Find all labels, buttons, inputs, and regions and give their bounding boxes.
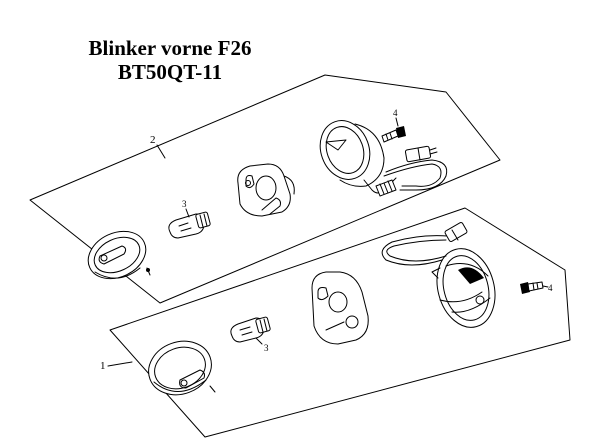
- upper-assembly-group: 2 3: [29, 74, 501, 304]
- lower-socket-part: [311, 271, 369, 345]
- callout-2-leader: [156, 144, 166, 159]
- lower-assembly-outline: [109, 207, 571, 438]
- callout-3-upper-bulb: 3: [182, 199, 187, 209]
- callout-1-lower-group: 1: [100, 360, 106, 372]
- upper-bulb-part: [168, 211, 211, 239]
- lower-lens-part: [148, 340, 216, 396]
- lower-screw-part: [520, 281, 544, 294]
- callout-4-upper-leader: [395, 117, 399, 127]
- callout-4-upper-screw: 4: [393, 108, 398, 118]
- callout-4-lower-leader: [542, 285, 549, 288]
- callout-4-lower-screw: 4: [548, 283, 553, 293]
- upper-assembly-outline: [29, 74, 501, 304]
- upper-socket-part: [237, 163, 295, 217]
- lower-bulb-part: [230, 316, 271, 343]
- callout-3-lower-leader: [255, 337, 263, 345]
- callout-3-lower-bulb: 3: [264, 343, 269, 353]
- callout-3-upper-leader: [185, 208, 190, 218]
- callout-2-upper-group: 2: [150, 134, 156, 146]
- lower-housing-part: [381, 222, 496, 328]
- upper-screw-part: [381, 126, 406, 143]
- upper-lens-part: [87, 230, 151, 280]
- upper-housing-part: [319, 120, 448, 197]
- diagram-title: Blinker vorne F26: [88, 36, 252, 60]
- diagram-subtitle: BT50QT-11: [117, 60, 223, 84]
- lower-assembly-group: 1 3: [100, 207, 571, 438]
- callout-1-leader: [107, 361, 133, 367]
